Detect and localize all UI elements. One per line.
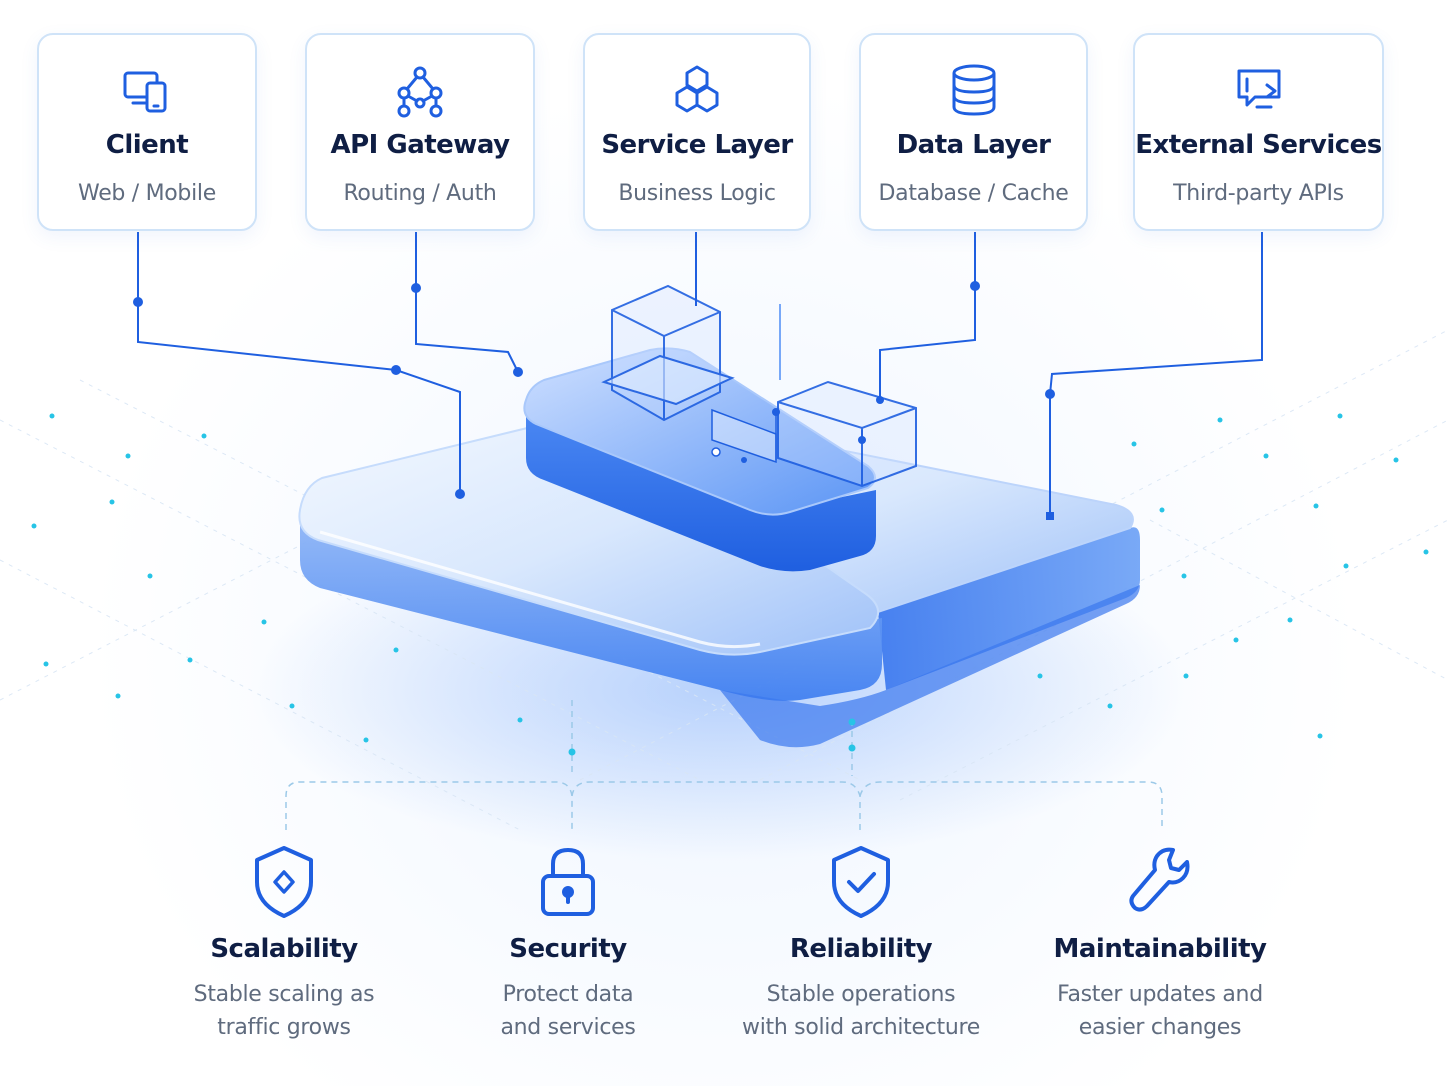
component-title: Service Layer (601, 130, 793, 160)
database-icon (952, 64, 995, 116)
connectors (137, 232, 1263, 516)
padlock-icon (541, 848, 595, 916)
component-title: External Services (1135, 130, 1382, 160)
wrench-icon (1129, 847, 1190, 912)
platform-base-right-side (878, 527, 1140, 690)
glass-cube-data (777, 380, 917, 488)
quality-title: Security (509, 934, 627, 964)
quality-description: Faster updates and easier changes (1040, 978, 1280, 1044)
inner-panel (711, 408, 777, 464)
quality-description: Stable scaling as traffic grows (164, 978, 404, 1044)
glass-cube-service (601, 284, 735, 422)
quality-description: Stable operations with solid architectur… (741, 978, 981, 1044)
component-subtitle: Third-party APIs (1173, 181, 1344, 206)
background-grid (0, 329, 1448, 831)
quality-description-line: Stable scaling as (193, 982, 375, 1007)
network-nodes-icon (397, 66, 443, 118)
platform-base-bottom (720, 585, 1140, 748)
quality-description-line: with solid architecture (742, 1015, 980, 1040)
connector-nodes (133, 281, 1055, 520)
shield-check-icon (832, 846, 890, 918)
component-card-api-gateway: API Gateway Routing / Auth (305, 33, 535, 231)
component-subtitle: Database / Cache (878, 181, 1069, 206)
quality-title: Reliability (789, 934, 933, 964)
component-title: Data Layer (896, 130, 1051, 160)
quality-connector-nodes (568, 718, 856, 756)
quality-scalability: Scalability Stable scaling as traffic gr… (134, 842, 434, 1044)
component-card-data-layer: Data Layer Database / Cache (859, 33, 1088, 231)
component-card-external-services: External Services Third-party APIs (1133, 33, 1384, 231)
external-link-monitor-icon (1237, 69, 1280, 109)
shield-diamond-icon (255, 846, 313, 918)
component-title: Client (105, 130, 189, 160)
component-subtitle: Routing / Auth (343, 181, 497, 206)
quality-maintainability: Maintainability Faster updates and easie… (1010, 842, 1310, 1044)
quality-description-line: traffic grows (217, 1015, 351, 1040)
devices-icon (123, 71, 167, 113)
grid-dots (31, 413, 1429, 755)
quality-reliability: Reliability Stable operations with solid… (711, 842, 1011, 1044)
component-subtitle: Web / Mobile (78, 181, 216, 206)
quality-security: Security Protect data and services (418, 842, 718, 1044)
component-title: API Gateway (330, 130, 510, 160)
hexagon-cluster-icon (675, 65, 719, 113)
component-subtitle: Business Logic (618, 181, 776, 206)
quality-description: Protect data and services (448, 978, 688, 1044)
quality-description-line: and services (500, 1015, 636, 1040)
quality-description-line: Stable operations (766, 982, 956, 1007)
quality-title: Maintainability (1053, 934, 1267, 964)
quality-title: Scalability (210, 934, 358, 964)
quality-description-line: Protect data (502, 982, 634, 1007)
quality-description-line: easier changes (1078, 1015, 1242, 1040)
component-card-client: Client Web / Mobile (37, 33, 257, 231)
component-card-service-layer: Service Layer Business Logic (583, 33, 811, 231)
quality-description-line: Faster updates and (1057, 982, 1263, 1007)
